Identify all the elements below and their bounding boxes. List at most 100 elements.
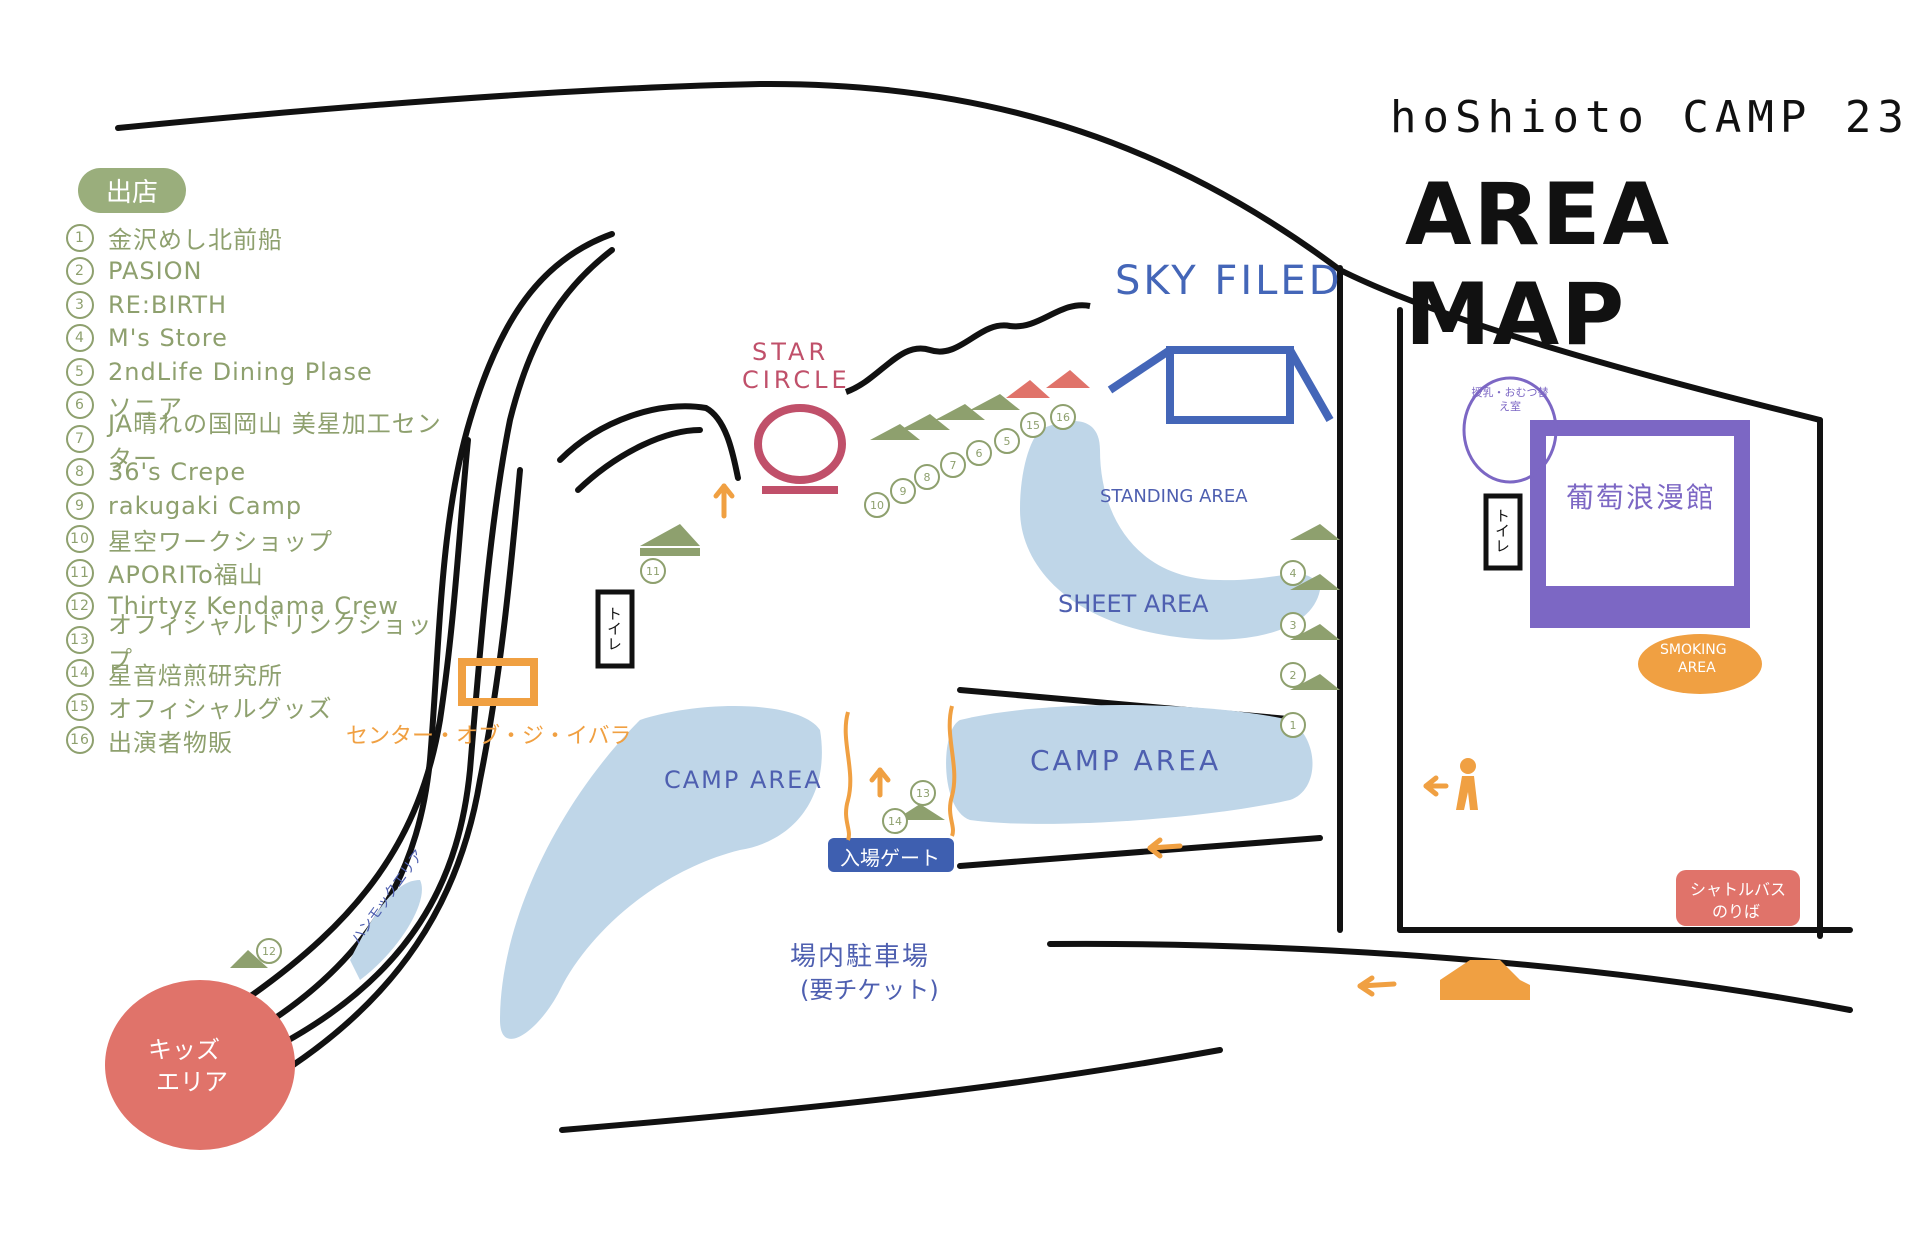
booth-number-marker: 10 [864,492,890,518]
kids-area-shape [105,980,295,1150]
legend-item-label: 36's Crepe [108,458,247,487]
legend-item: 1 金沢めし北前船 [66,221,446,255]
legend-item-number: 4 [66,324,94,353]
legend-item: 16 出演者物販 [66,724,446,758]
label-camp-area-left: CAMP AREA [664,766,823,794]
legend-item-number: 15 [66,692,94,721]
label-shuttle-1: シャトルバス [1690,880,1787,899]
legend-item-number: 11 [66,558,94,587]
legend-item-label: M's Store [108,324,228,353]
legend-item: 13 オフィシャルドリンクショップ [66,611,446,674]
legend-item: 9 rakugaki Camp [66,489,446,523]
label-kids-area-1: キッズ [148,1036,220,1064]
smoking-area-shape [1638,634,1762,694]
booth-number-marker: 1 [1280,712,1306,738]
legend-item-number: 2 [66,257,94,286]
legend-item-number: 1 [66,223,94,252]
legend-item-label: 星空ワークショップ [108,527,333,556]
label-standing-area: STANDING AREA [1100,486,1248,507]
booth-number-marker: 6 [966,440,992,466]
camp-area-right-shape [946,705,1313,824]
sky-filed-stage [1107,346,1334,424]
label-sky-filed: SKY FILED [1115,258,1343,304]
legend-title: 出店 [78,168,187,213]
legend-item-label: オフィシャルグッズ [108,695,333,724]
legend-item-label: PASION [108,257,203,286]
booth-number-marker: 11 [640,558,666,584]
booth-number-marker: 15 [1020,412,1046,438]
legend-item-number: 13 [66,625,94,654]
legend-item: 8 36's Crepe [66,456,446,490]
legend-item-label: 金沢めし北前船 [108,226,283,255]
booth-number-marker: 5 [994,428,1020,454]
legend-item: 14 星音焙煎研究所 [66,657,446,691]
legend-item-number: 14 [66,659,94,688]
label-parking-2: (要チケット) [800,976,939,1004]
car-icon [1440,960,1530,1000]
booth-number-marker: 7 [940,452,966,478]
legend-item: 6 ソニア [66,389,446,423]
boundary-lines [115,80,1853,1133]
legend-item: 15 オフィシャルグッズ [66,690,446,724]
label-nursing-room: 授乳・おむつ替え室 [1471,386,1549,413]
legend-item-label: 星音焙煎研究所 [108,661,283,690]
booth-number-marker: 9 [890,478,916,504]
legend-item: 12 Thirtyz Kendama Crew [66,590,446,624]
roads [237,231,1853,1083]
booth-tents [230,394,1340,968]
legend-item-number: 16 [66,726,94,755]
booth-number-marker: 14 [882,808,908,834]
legend-item: 7 JA晴れの国岡山 美星加工センター [66,410,446,473]
label-entry-gate: 入場ゲート [840,846,940,870]
walker-icon [1456,758,1478,810]
building-inner [1546,436,1734,586]
legend-item-number: 8 [66,458,94,487]
toilet-left-shape [595,589,635,669]
legend-item: 4 M's Store [66,322,446,356]
booth-number-marker: 4 [1280,560,1306,586]
legend-item-label: RE:BIRTH [108,290,228,319]
nursing-room-bubble [1462,376,1558,484]
booth-number-marker: 16 [1050,404,1076,430]
legend-item-number: 7 [66,424,94,453]
legend-item: 3 RE:BIRTH [66,288,446,322]
legend-item-label: Thirtyz Kendama Crew [108,592,399,621]
label-smoking-1: SMOKING [1660,642,1727,658]
booth-number-marker: 12 [256,938,282,964]
legend-item-number: 6 [66,391,94,420]
legend-item-number: 9 [66,491,94,520]
legend-item-label: rakugaki Camp [108,491,303,520]
legend-item-number: 5 [66,357,94,386]
label-camp-area-right: CAMP AREA [1030,744,1222,777]
label-center-of-jibara: センター・オブ・ジ・イバラ [346,724,632,749]
legend-item-number: 12 [66,592,94,621]
event-title: hoShioto CAMP 23 [1390,92,1910,143]
sheet-area-shape [1020,421,1320,640]
legend-item-label: ソニア [108,393,183,422]
label-shuttle-2: のりば [1712,902,1761,921]
legend-item-label: 出演者物販 [108,728,233,757]
shuttle-bus-shape [1676,870,1800,926]
hammock-area-shape [350,880,422,980]
dividers [843,705,957,841]
label-star-circle-2: CIRCLE [742,366,851,394]
water-shapes [350,421,1320,1039]
label-toilet-left: トイレ [605,606,623,651]
legend-item-label: APORITo福山 [108,561,264,590]
legend-item-label: オフィシャルドリンクショップ [108,610,433,674]
legend-item: 11 APORITo福山 [66,556,446,590]
label-parking-1: 場内駐車場 [790,942,931,972]
booth-number-marker: 8 [914,464,940,490]
label-building: 葡萄浪漫館 [1566,481,1717,514]
booth-tents-red [1006,370,1090,398]
camp-area-left-shape [500,706,822,1039]
booth-number-marker: 2 [1280,662,1306,688]
legend-item-number: 3 [66,290,94,319]
label-toilet-right: トイレ [1493,508,1511,553]
legend-item-label: JA晴れの国岡山 美星加工センター [108,409,442,473]
entry-gate-shape [828,838,954,872]
